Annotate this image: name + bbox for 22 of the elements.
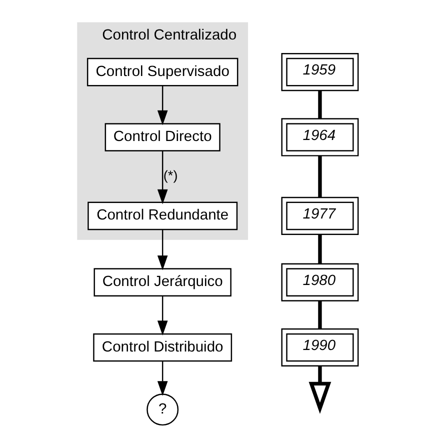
node-box: 1964: [280, 118, 358, 156]
connector: [318, 156, 322, 198]
arrow: [308, 366, 331, 414]
node-box: Control Redundante: [87, 202, 238, 230]
arrow: [156, 230, 168, 270]
node-box: 1990: [280, 328, 358, 367]
node-box: Control Directo: [104, 123, 220, 152]
node-box: Control Distribuido: [92, 333, 232, 362]
node-circle: ?: [146, 394, 178, 426]
node-box: 1977: [280, 196, 358, 235]
connector: [318, 301, 322, 329]
arrow: [156, 151, 168, 204]
arrow: [156, 296, 168, 336]
node-box: Control Supervisado: [86, 58, 238, 86]
edge-label: (*): [162, 168, 178, 184]
node-box: 1959: [280, 53, 358, 92]
node-box: 1980: [280, 263, 358, 302]
connector: [318, 90, 322, 119]
arrow: [156, 361, 168, 396]
connector: [318, 234, 322, 264]
node-box: Control Jerárquico: [93, 268, 231, 296]
arrow: [156, 86, 168, 126]
